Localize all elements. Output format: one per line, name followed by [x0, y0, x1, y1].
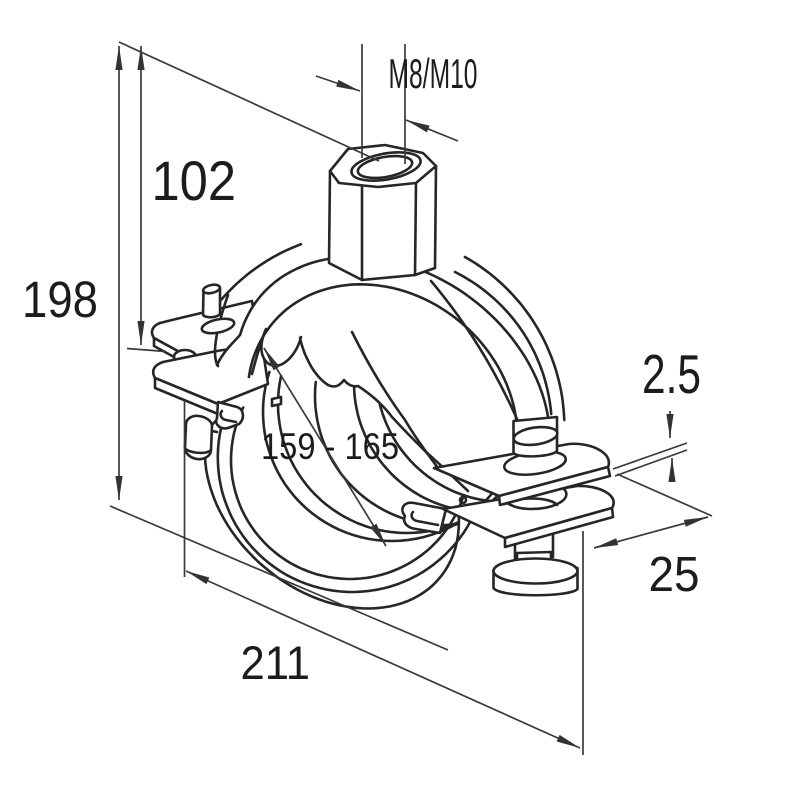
svg-text:M8/M10: M8/M10 [389, 50, 478, 97]
svg-text:25: 25 [649, 548, 700, 602]
svg-text:2.5: 2.5 [642, 343, 701, 405]
svg-text:159 - 165: 159 - 165 [261, 426, 399, 467]
svg-text:211: 211 [241, 636, 311, 689]
svg-text:198: 198 [22, 271, 98, 328]
svg-text:102: 102 [152, 149, 237, 212]
